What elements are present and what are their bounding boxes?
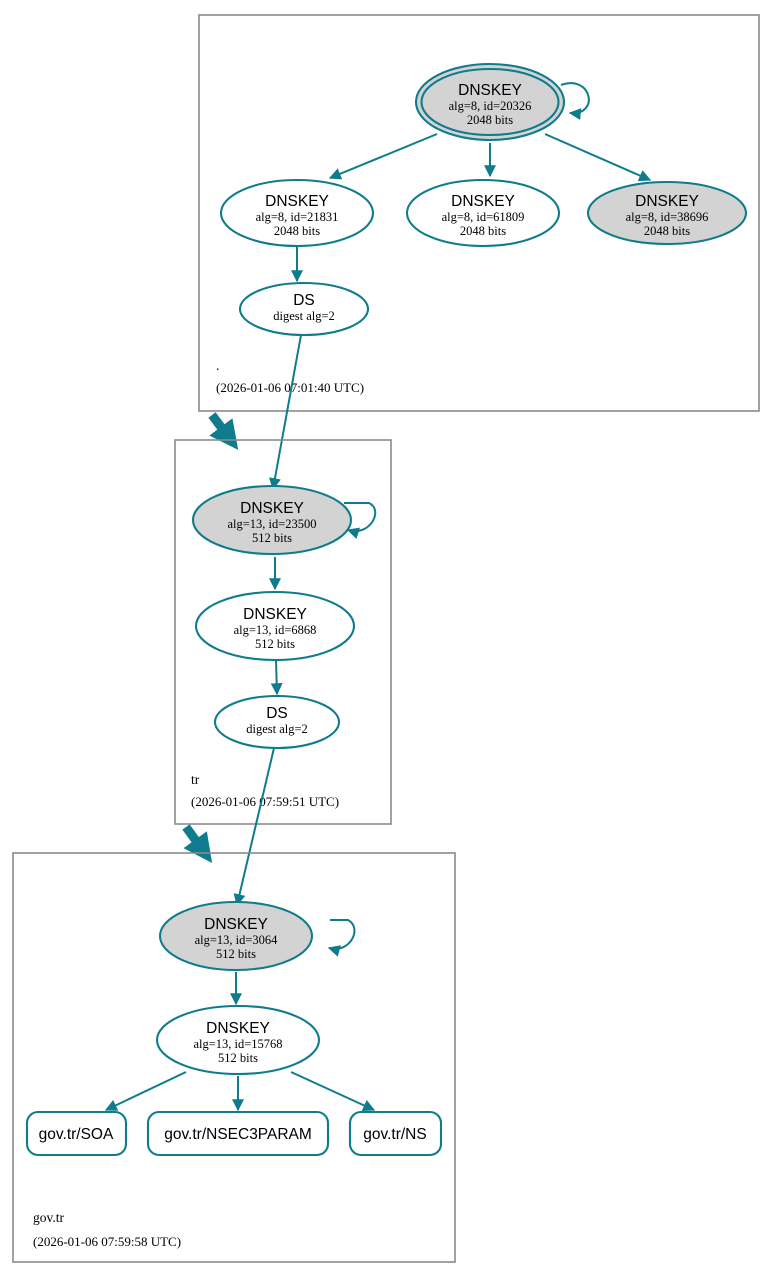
node-root-zsk-61809-size: 2048 bits [460, 224, 506, 238]
node-govtr-zsk-15768-size: 512 bits [218, 1051, 258, 1065]
node-tr-zsk-6868-title: DNSKEY [243, 606, 307, 623]
node-root-zsk-38696-ring [586, 180, 748, 246]
node-root-zsk-61809-alg: alg=8, id=61809 [442, 210, 525, 224]
zone-root-border [198, 14, 760, 412]
rrset-gov-tr-ns-label: gov.tr/NS [363, 1126, 426, 1143]
node-root-zsk-38696[interactable]: DNSKEY alg=8, id=38696 2048 bits [586, 180, 748, 246]
node-root-zsk-21831-size: 2048 bits [274, 224, 320, 238]
zone-tr: DNSKEY alg=13, id=23500 512 bits DNSKEY … [174, 439, 392, 825]
node-tr-ksk-23500[interactable]: DNSKEY alg=13, id=23500 512 bits [191, 484, 353, 556]
edge-govtr-zsk-to-soa [104, 1071, 187, 1111]
zone-root-label: . [216, 358, 219, 373]
node-root-ds-title: DS [293, 292, 315, 309]
node-govtr-ksk-3064[interactable]: DNSKEY alg=13, id=3064 512 bits [158, 900, 314, 972]
node-root-zsk-21831-ring [219, 178, 375, 248]
zone-govtr: DNSKEY alg=13, id=3064 512 bits DNSKEY a… [12, 852, 456, 1263]
node-tr-ksk-23500-ring [191, 484, 353, 556]
edge-root-ds-to-tr-ksk [269, 334, 302, 491]
node-root-zsk-21831[interactable]: DNSKEY alg=8, id=21831 2048 bits [219, 178, 375, 248]
node-root-zsk-61809[interactable]: DNSKEY alg=8, id=61809 2048 bits [405, 178, 561, 248]
rrset-gov-tr-nsec3param[interactable]: gov.tr/NSEC3PARAM [146, 1110, 330, 1157]
node-tr-ksk-23500-alg: alg=13, id=23500 [227, 517, 316, 531]
zone-tr-timestamp: (2026-01-06 07:59:51 UTC) [191, 794, 339, 809]
node-tr-zsk-6868-ring [194, 590, 356, 662]
node-root-zsk-21831-alg: alg=8, id=21831 [256, 210, 339, 224]
edge-zone-tr-to-govtr [182, 824, 213, 863]
edge-root-ksk-self-sign [560, 82, 590, 121]
edge-tr-zsk-to-ds [270, 659, 283, 696]
rrset-gov-tr-ns[interactable]: gov.tr/NS [348, 1110, 443, 1157]
edge-root-ksk-to-zsk21831 [328, 133, 438, 180]
node-tr-zsk-6868-size: 512 bits [255, 637, 295, 651]
node-govtr-zsk-15768-alg: alg=13, id=15768 [193, 1037, 282, 1051]
zone-root: DNSKEY alg=8, id=20326 2048 bits DNSKEY … [198, 14, 760, 412]
edge-root-ksk-to-zsk38696 [544, 133, 652, 182]
node-root-ds[interactable]: DS digest alg=2 [238, 281, 370, 337]
node-root-zsk-21831-title: DNSKEY [265, 193, 329, 210]
node-root-ksk-20326-alg: alg=8, id=20326 [449, 99, 532, 113]
rrset-gov-tr-soa[interactable]: gov.tr/SOA [25, 1110, 128, 1157]
edge-zone-root-to-tr [208, 412, 239, 450]
node-tr-ksk-23500-title: DNSKEY [240, 500, 304, 517]
edge-tr-ksk-self-sign [344, 502, 377, 539]
zone-govtr-border [12, 852, 456, 1263]
zone-govtr-timestamp: (2026-01-06 07:59:58 UTC) [33, 1234, 181, 1249]
node-root-ksk-20326-inner-ring [420, 67, 560, 137]
edge-govtr-zsk-to-ns [290, 1071, 376, 1111]
node-root-ksk-20326[interactable]: DNSKEY alg=8, id=20326 2048 bits [414, 62, 566, 142]
node-root-zsk-61809-title: DNSKEY [451, 193, 515, 210]
rrset-gov-tr-nsec3param-box [146, 1110, 330, 1157]
node-root-ds-digest: digest alg=2 [273, 309, 335, 323]
rrset-gov-tr-soa-label: gov.tr/SOA [39, 1126, 114, 1143]
rrset-gov-tr-ns-box [348, 1110, 443, 1157]
node-govtr-ksk-3064-size: 512 bits [216, 947, 256, 961]
node-tr-zsk-6868-alg: alg=13, id=6868 [234, 623, 317, 637]
node-govtr-ksk-3064-ring [158, 900, 314, 972]
edge-govtr-ksk-self-sign [327, 919, 356, 957]
node-govtr-zsk-15768-title: DNSKEY [206, 1020, 270, 1037]
edge-tr-ds-to-govtr-ksk [233, 747, 275, 907]
zone-tr-label: tr [191, 772, 200, 787]
node-root-zsk-61809-ring [405, 178, 561, 248]
node-tr-ds-title: DS [266, 705, 288, 722]
node-tr-ds[interactable]: DS digest alg=2 [213, 694, 341, 750]
node-root-zsk-38696-alg: alg=8, id=38696 [626, 210, 709, 224]
node-tr-ksk-23500-size: 512 bits [252, 531, 292, 545]
node-tr-ds-ring [213, 694, 341, 750]
node-govtr-ksk-3064-alg: alg=13, id=3064 [195, 933, 279, 947]
node-root-zsk-38696-size: 2048 bits [644, 224, 690, 238]
zone-root-timestamp: (2026-01-06 07:01:40 UTC) [216, 380, 364, 395]
node-govtr-zsk-15768[interactable]: DNSKEY alg=13, id=15768 512 bits [155, 1004, 321, 1076]
node-root-ksk-20326-size: 2048 bits [467, 113, 513, 127]
rrset-gov-tr-nsec3param-label: gov.tr/NSEC3PARAM [164, 1126, 312, 1143]
node-tr-ds-digest: digest alg=2 [246, 722, 308, 736]
node-root-ksk-20326-title: DNSKEY [458, 82, 522, 99]
node-root-zsk-38696-title: DNSKEY [635, 193, 699, 210]
node-govtr-ksk-3064-title: DNSKEY [204, 916, 268, 933]
rrset-gov-tr-soa-box [25, 1110, 128, 1157]
zone-tr-border [174, 439, 392, 825]
node-govtr-zsk-15768-ring [155, 1004, 321, 1076]
node-root-ds-ring [238, 281, 370, 337]
zone-govtr-label: gov.tr [33, 1210, 64, 1225]
node-tr-zsk-6868[interactable]: DNSKEY alg=13, id=6868 512 bits [194, 590, 356, 662]
